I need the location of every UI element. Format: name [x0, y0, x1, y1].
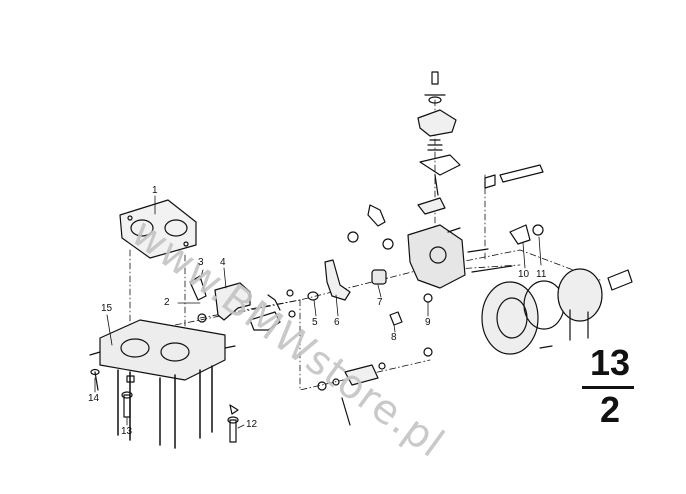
throttle-linkage-part: [189, 275, 296, 331]
callout-7: 7: [377, 297, 383, 308]
callout-8: 8: [391, 332, 397, 343]
callout-11: 11: [536, 269, 547, 280]
callout-3: 3: [198, 257, 204, 268]
callout-1: 1: [152, 185, 158, 196]
callout-4: 4: [220, 257, 226, 268]
carburetor-base-part: [89, 319, 236, 449]
callout-5: 5: [312, 317, 318, 328]
group-divider: [582, 386, 634, 389]
sleeve-part: [371, 269, 433, 326]
choke-rod-part: [467, 164, 544, 273]
callout-15: 15: [101, 303, 113, 314]
parts-diagram: [89, 71, 633, 449]
group-number: 13: [589, 342, 631, 383]
lower-linkage-part: [317, 347, 433, 426]
callout-12: 12: [246, 419, 258, 430]
callout-2: 2: [164, 297, 170, 308]
callout-9: 9: [425, 317, 431, 328]
carburetor-body-part: [407, 224, 466, 289]
callout-6: 6: [334, 317, 340, 328]
pump-cover-part: [417, 71, 461, 215]
screw-parts: [90, 368, 239, 443]
callout-leaders: [94, 236, 542, 429]
callout-13: 13: [121, 426, 133, 437]
group-subgroup: 2: [599, 389, 621, 430]
lever-parts: [307, 204, 394, 301]
callout-10: 10: [518, 269, 530, 280]
gasket-plate-part: [119, 199, 197, 259]
pump-housing-part: [481, 268, 633, 355]
callout-14: 14: [88, 393, 100, 404]
